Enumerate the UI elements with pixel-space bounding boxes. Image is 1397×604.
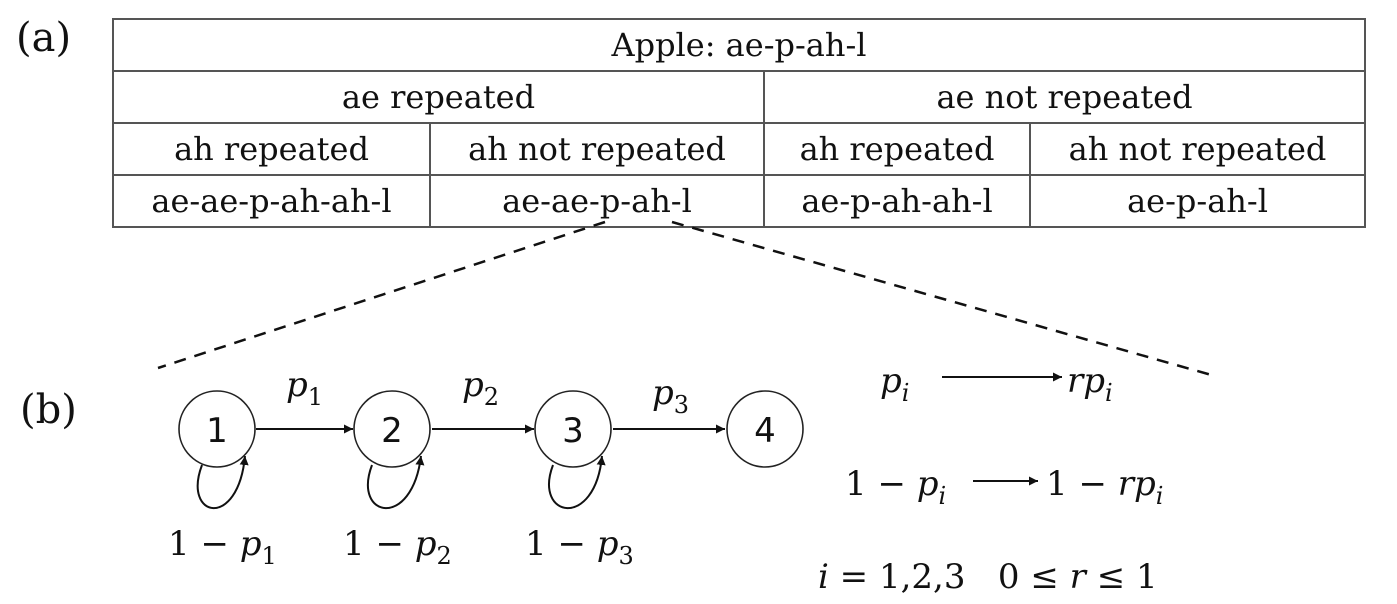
panel-label-b: (b) [20,387,77,433]
self-loop-3 [548,455,606,510]
edge-label-p3: p3 [652,373,689,419]
state-node-4: 4 [726,390,804,468]
edge-label-p2: p2 [462,365,499,411]
state-label: 4 [754,411,776,451]
state-label: 2 [381,411,403,451]
table-row: ae repeated ae not repeated [112,70,1366,124]
ah-subheader-cell: ah repeated [763,122,1031,176]
state-node-1: 1 [178,390,256,468]
panel-label-a: (a) [16,15,72,61]
loop-label-2: 1 − p2 [343,524,452,570]
zoom-dashed-line-right [671,220,1216,378]
rule2-left: 1 − pi [845,464,946,510]
loop-label-1: 1 − p1 [168,524,277,570]
state-node-3: 3 [534,390,612,468]
ae-not-repeated-header: ae not repeated [763,70,1366,124]
ah-subheader-cell: ah repeated [112,122,431,176]
state-label: 1 [206,411,228,451]
pronunciation-cell: ae-ae-p-ah-l [429,174,765,228]
table-row: ah repeated ah not repeated ah repeated … [112,122,1366,176]
pronunciation-cell: ae-p-ah-ah-l [763,174,1031,228]
pronunciation-cell: ae-ae-p-ah-ah-l [112,174,431,228]
rule1-left: pi [880,361,909,407]
self-loop-2 [366,455,425,510]
ah-subheader-cell: ah not repeated [1029,122,1366,176]
rule2-right: 1 − rpi [1046,464,1163,510]
table-row: Apple: ae-p-ah-l [112,18,1366,72]
zoom-dashed-line-left [157,220,606,370]
state-label: 3 [562,411,584,451]
pronunciation-cell: ae-p-ah-l [1029,174,1366,228]
loop-label-3: 1 − p3 [525,524,634,570]
ah-subheader-cell: ah not repeated [429,122,765,176]
rule1-right: rpi [1067,361,1113,407]
pronunciation-table: Apple: ae-p-ah-l ae repeated ae not repe… [112,18,1366,228]
table-row: ae-ae-p-ah-ah-l ae-ae-p-ah-l ae-p-ah-ah-… [112,174,1366,228]
self-loop-1 [196,455,249,510]
table-title-cell: Apple: ae-p-ah-l [112,18,1366,72]
rule-condition: i = 1,2,3 0 ≤ r ≤ 1 [818,557,1158,597]
ae-repeated-header: ae repeated [112,70,765,124]
state-node-2: 2 [353,390,431,468]
edge-label-p1: p1 [286,365,323,411]
